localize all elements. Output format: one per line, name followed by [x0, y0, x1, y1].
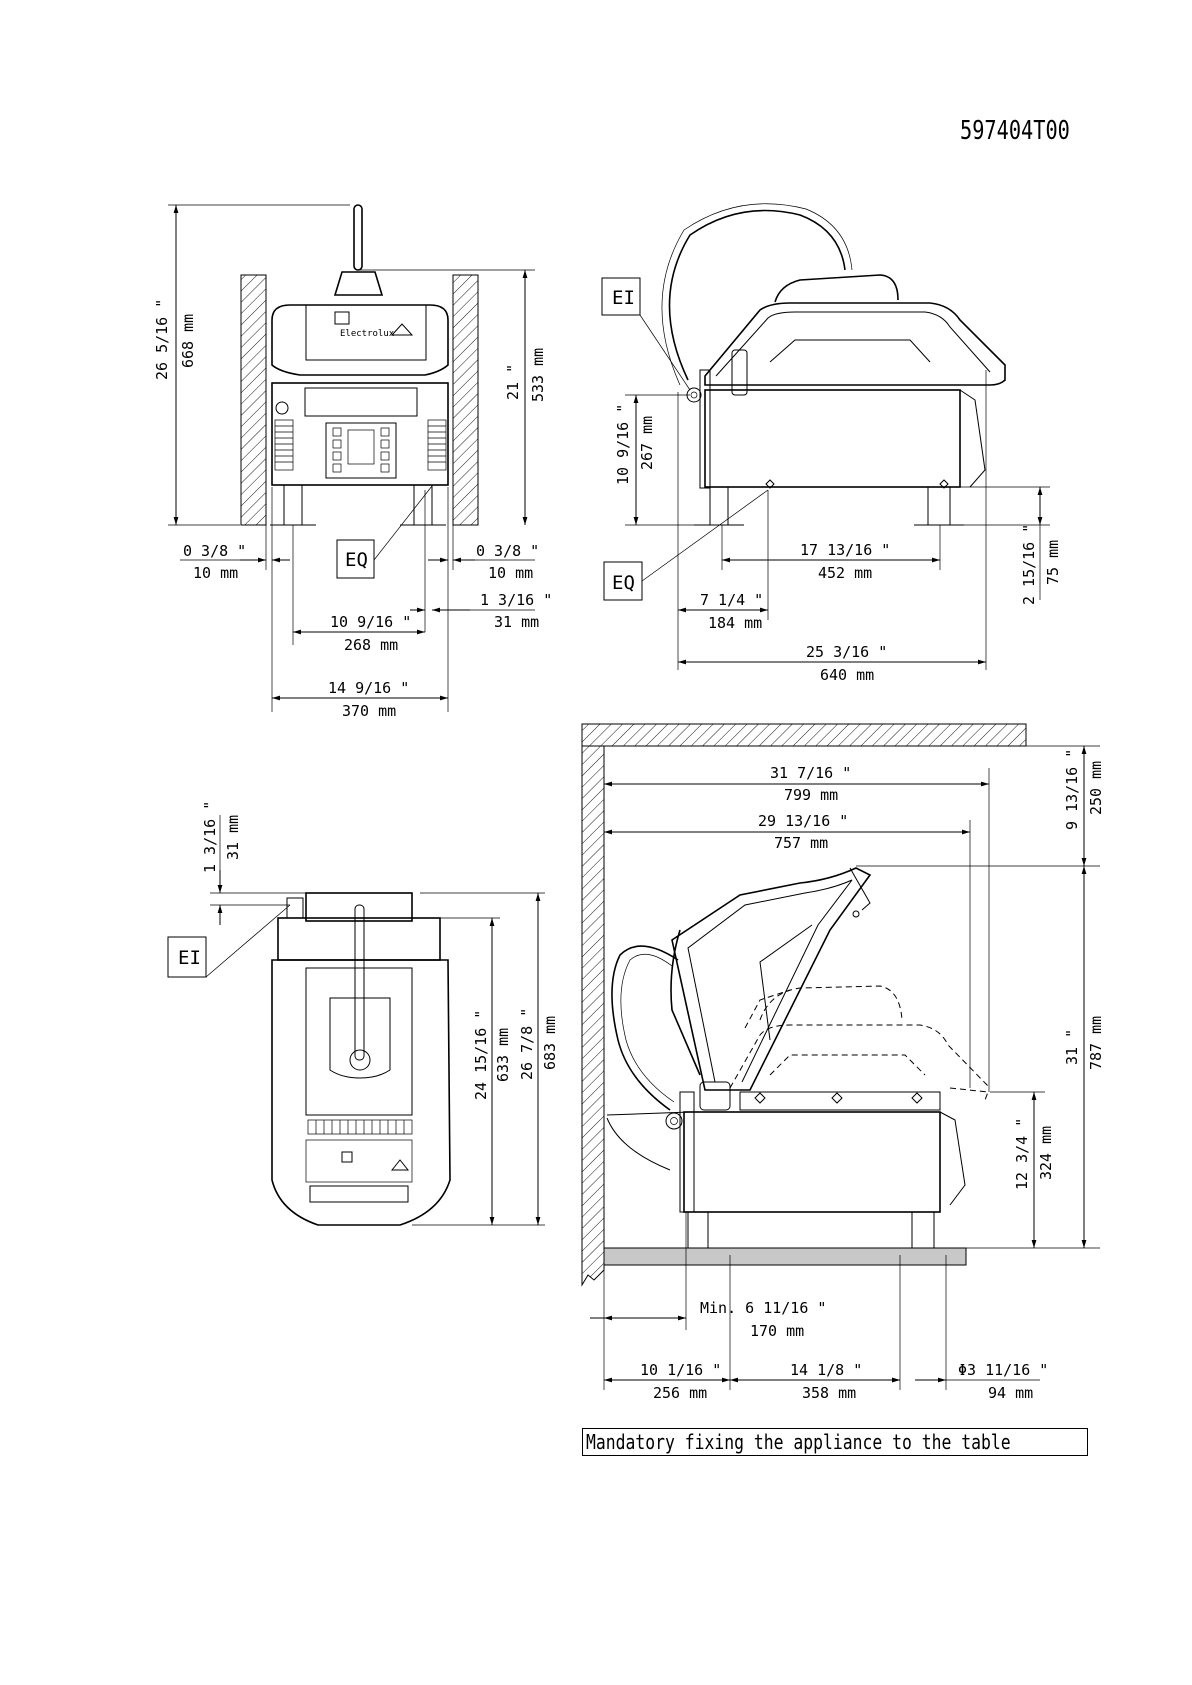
side-ei-label: EI — [612, 287, 635, 309]
front-view: Electrolux 26 5/16 " 668 mm — [153, 204, 552, 720]
install-ceiling-gap-mm: 250 mm — [1087, 761, 1105, 815]
table — [603, 1247, 967, 1266]
install-body-height-mm: 324 mm — [1037, 1126, 1055, 1180]
top-overall-in: 26 7/8 " — [518, 1008, 536, 1080]
install-foot-dia-mm: 94 mm — [988, 1384, 1033, 1402]
top-offset-mm: 31 mm — [224, 815, 242, 860]
install-open-height-mm: 787 mm — [1087, 1016, 1105, 1070]
install-open-height-in: 31 " — [1063, 1029, 1081, 1065]
side-eq-label: EQ — [612, 572, 635, 594]
top-probe — [354, 904, 365, 1061]
top-ei-label: EI — [178, 947, 201, 969]
front-foot-offset-in: 1 3/16 " — [480, 591, 552, 609]
front-width-mm: 370 mm — [342, 702, 396, 720]
body — [271, 382, 449, 486]
top-overall-mm: 683 mm — [541, 1016, 559, 1070]
front-right-clear-in: 0 3/8 " — [476, 542, 539, 560]
document-code: 597404T00 — [960, 116, 1070, 146]
front-width-in: 14 9/16 " — [328, 679, 409, 697]
front-feet-dist-mm: 268 mm — [344, 636, 398, 654]
closed-lid-outline — [729, 1024, 991, 1089]
side-foot-front — [709, 486, 729, 526]
power-cable — [668, 209, 846, 381]
install-body-height-in: 12 3/4 " — [1013, 1118, 1031, 1190]
front-foot-left — [283, 484, 303, 526]
install-open-depth-in: 31 7/16 " — [770, 764, 851, 782]
ceiling — [581, 723, 1027, 747]
top-view: EI 1 3/16 " 31 mm 24 15/16 " 633 mm 26 7… — [167, 801, 559, 1226]
front-height-mm: 668 mm — [179, 314, 197, 368]
install-cable — [611, 945, 679, 1111]
front-left-clear-in: 0 3/8 " — [183, 542, 246, 560]
side-lid — [704, 302, 1006, 386]
front-height-in: 26 5/16 " — [153, 299, 171, 380]
side-body — [704, 389, 961, 488]
install-min-wall-mm: 170 mm — [750, 1322, 804, 1340]
install-foot-rear — [911, 1211, 935, 1249]
mandatory-note: Mandatory fixing the appliance to the ta… — [586, 1430, 1011, 1454]
install-body — [683, 1111, 941, 1213]
install-feet-spacing-in: 14 1/8 " — [790, 1361, 862, 1379]
front-right-clear-mm: 10 mm — [488, 564, 533, 582]
side-front-foot-mm: 184 mm — [708, 614, 762, 632]
side-view: EI EQ 10 9/16 " 267 mm 17 13/16 " 452 mm… — [601, 203, 1062, 684]
side-body-height-in: 10 9/16 " — [614, 404, 632, 485]
top-offset-in: 1 3/16 " — [201, 801, 219, 873]
install-foot-dia-in: Φ3 11/16 " — [958, 1361, 1048, 1379]
side-feet-spacing-in: 17 13/16 " — [800, 541, 890, 559]
install-wall-foot-in: 10 1/16 " — [640, 1361, 721, 1379]
install-lid-reach-mm: 757 mm — [774, 834, 828, 852]
install-min-wall-in: Min. 6 11/16 " — [700, 1299, 826, 1317]
side-body-height-mm: 267 mm — [638, 416, 656, 470]
side-front-foot-in: 7 1/4 " — [700, 591, 763, 609]
svg-text:Electrolux: Electrolux — [340, 329, 395, 339]
wall — [581, 745, 605, 1287]
control-panel — [325, 422, 397, 479]
front-wall-height-mm: 533 mm — [529, 348, 547, 402]
lid — [271, 304, 449, 376]
open-lid — [671, 867, 872, 1091]
front-feet-dist-in: 10 9/16 " — [330, 613, 411, 631]
side-foot-height-mm: 75 mm — [1044, 540, 1062, 585]
side-foot-rear — [927, 486, 951, 526]
top-depth-in: 24 15/16 " — [472, 1010, 490, 1100]
front-wall-height-in: 21 " — [504, 364, 522, 400]
install-feet-spacing-mm: 358 mm — [802, 1384, 856, 1402]
side-depth-mm: 640 mm — [820, 666, 874, 684]
note-box — [582, 1428, 1088, 1456]
right-wall — [452, 274, 479, 526]
left-wall — [240, 274, 267, 526]
side-feet-spacing-mm: 452 mm — [818, 564, 872, 582]
install-open-depth-mm: 799 mm — [784, 786, 838, 804]
install-foot-front — [687, 1211, 709, 1249]
front-foot-offset-mm: 31 mm — [494, 613, 539, 631]
front-left-clear-mm: 10 mm — [193, 564, 238, 582]
front-eq-label: EQ — [345, 549, 368, 571]
side-depth-in: 25 3/16 " — [806, 643, 887, 661]
top-depth-mm: 633 mm — [494, 1028, 512, 1082]
probe-handle — [353, 204, 363, 271]
install-view: 31 7/16 " 799 mm 29 13/16 " 757 mm 9 13/… — [581, 723, 1105, 1402]
top-body — [271, 959, 451, 1226]
top-lid — [277, 917, 441, 961]
install-wall-foot-mm: 256 mm — [653, 1384, 707, 1402]
install-lid-reach-in: 29 13/16 " — [758, 812, 848, 830]
side-foot-height-in: 2 15/16 " — [1020, 524, 1038, 605]
install-ceiling-gap-in: 9 13/16 " — [1063, 749, 1081, 830]
